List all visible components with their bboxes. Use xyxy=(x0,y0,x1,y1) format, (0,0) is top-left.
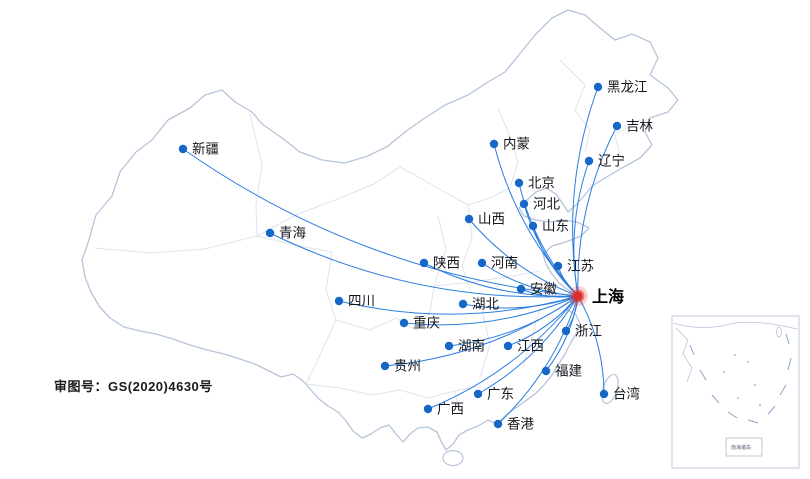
flight-line xyxy=(384,295,579,367)
nine-dash-line xyxy=(689,333,792,424)
province-dot xyxy=(503,341,513,351)
province-label: 河北 xyxy=(533,197,561,212)
province-label: 新疆 xyxy=(192,142,219,157)
flight-line xyxy=(403,295,579,326)
province-dot xyxy=(541,366,551,376)
flight-line xyxy=(427,295,579,410)
inset-label: 南海诸岛 xyxy=(731,444,751,451)
flight-line xyxy=(518,182,579,297)
province-label: 辽宁 xyxy=(598,153,625,169)
province-dot xyxy=(584,156,594,166)
south-china-sea-inset: 南海诸岛 xyxy=(671,315,800,469)
province-dot xyxy=(553,261,563,271)
province-dot xyxy=(489,139,499,149)
province-dot xyxy=(380,361,390,371)
province-label: 重庆 xyxy=(413,316,440,331)
province-label: 福建 xyxy=(555,364,582,379)
province-label: 陕西 xyxy=(433,256,460,271)
province-dot xyxy=(516,284,526,294)
flight-line xyxy=(577,295,605,395)
province-dot xyxy=(464,214,474,224)
province-dot xyxy=(423,404,433,414)
flight-line xyxy=(468,218,579,297)
province-label: 内蒙 xyxy=(503,137,530,152)
inset-taiwan xyxy=(776,326,782,338)
province-label: 河南 xyxy=(491,256,518,271)
province-dot xyxy=(473,389,483,399)
province-label: 吉林 xyxy=(626,119,654,134)
province-label: 湖南 xyxy=(458,339,485,354)
province-label: 湖北 xyxy=(472,297,499,312)
province-label: 香港 xyxy=(507,417,535,432)
map-license: 审图号：GS(2020)4630号 xyxy=(54,379,213,394)
flight-line xyxy=(577,125,618,297)
china-outline xyxy=(81,9,679,451)
province-label: 江苏 xyxy=(567,259,594,274)
province-dot xyxy=(399,318,409,328)
flight-line xyxy=(269,232,579,298)
hub-label: 上海 xyxy=(592,287,624,306)
province-dot xyxy=(178,144,188,154)
flight-line xyxy=(462,295,579,309)
flight-line xyxy=(481,262,579,297)
hub-layer: 上海 xyxy=(568,286,624,306)
province-label: 台湾 xyxy=(613,386,640,402)
province-dot xyxy=(265,228,275,238)
province-dot xyxy=(419,258,429,268)
hainan-island xyxy=(442,449,464,467)
inset-coastline xyxy=(672,321,798,330)
province-label: 山西 xyxy=(478,212,505,227)
flight-line xyxy=(497,295,579,425)
province-borders xyxy=(94,59,641,414)
province-label: 浙江 xyxy=(575,324,602,339)
flight-line xyxy=(423,262,579,297)
province-dot xyxy=(334,296,344,306)
province-label: 江西 xyxy=(517,339,544,354)
province-label: 青海 xyxy=(279,226,306,241)
province-dot xyxy=(519,199,529,209)
province-dot xyxy=(493,419,503,429)
hub-dot xyxy=(573,291,583,301)
inset-legend-box xyxy=(725,437,763,457)
inset-islands xyxy=(723,354,761,406)
inset-vietnam-coast xyxy=(675,327,693,383)
province-label: 四川 xyxy=(348,294,375,309)
province-label: 广西 xyxy=(437,402,464,417)
flight-line xyxy=(477,295,579,395)
province-dot xyxy=(514,178,524,188)
province-label: 黑龙江 xyxy=(607,80,648,95)
province-dot xyxy=(444,341,454,351)
province-dot xyxy=(458,299,468,309)
province-dot xyxy=(612,121,622,131)
flight-line xyxy=(545,295,579,372)
province-dot xyxy=(561,326,571,336)
province-label: 山东 xyxy=(542,219,569,234)
flight-line xyxy=(573,160,590,297)
province-label: 北京 xyxy=(528,176,555,191)
province-label: 安徽 xyxy=(530,282,558,297)
province-dot xyxy=(477,258,487,268)
province-dot xyxy=(528,221,538,231)
province-dot xyxy=(593,82,603,92)
province-label: 广东 xyxy=(487,387,514,402)
province-label: 贵州 xyxy=(394,359,421,374)
province-dot xyxy=(599,389,609,399)
